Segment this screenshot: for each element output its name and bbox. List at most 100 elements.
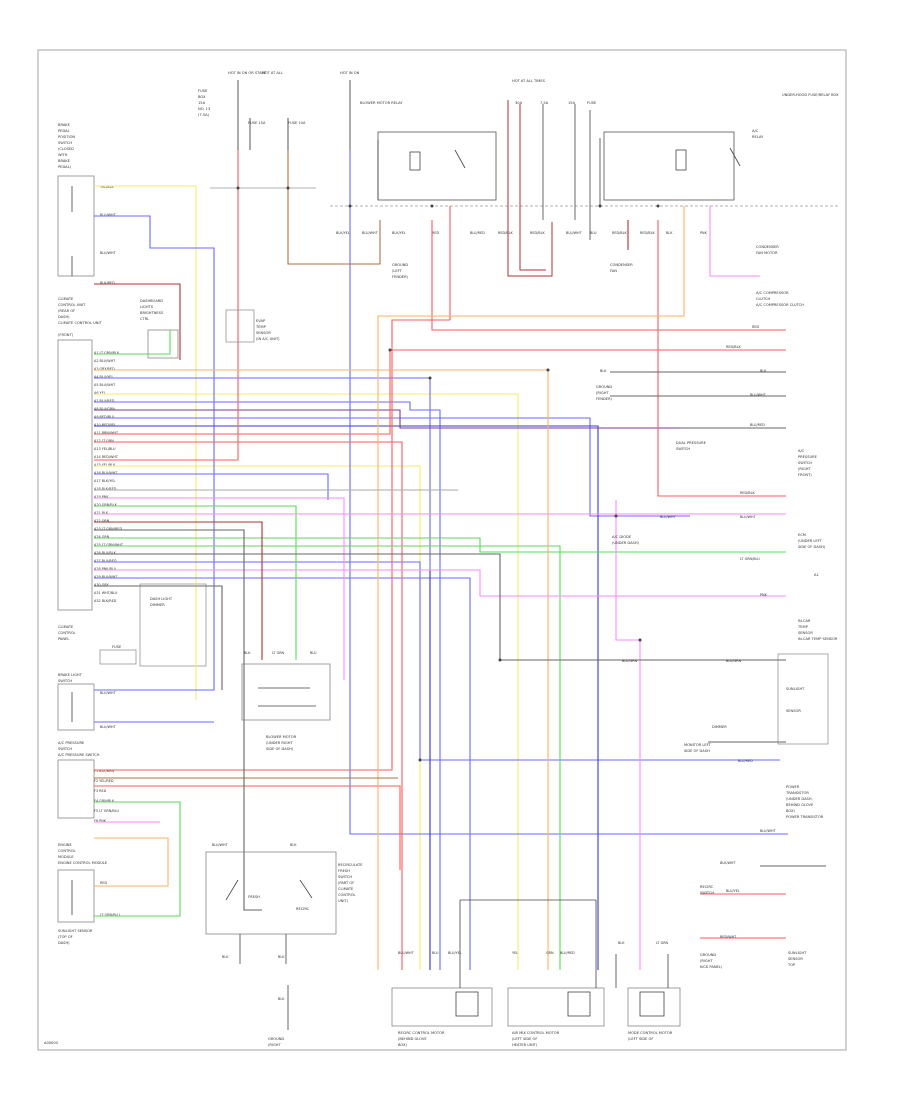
svg-text:MODULE: MODULE	[58, 855, 74, 859]
wire-harness	[94, 150, 826, 970]
fuse-a-label: FUSE 15A	[248, 121, 266, 125]
svg-text:DIMMER: DIMMER	[712, 725, 727, 729]
svg-text:(CLOSED: (CLOSED	[58, 147, 74, 151]
wire-blue-7	[94, 561, 780, 761]
svg-text:UNIT): UNIT)	[338, 899, 349, 903]
svg-text:SWITCH: SWITCH	[798, 461, 812, 465]
svg-text:PRESSURE: PRESSURE	[798, 455, 818, 459]
svg-text:BLK/YEL: BLK/YEL	[392, 231, 406, 235]
blower-motor	[241, 663, 331, 721]
svg-text:(UNDER LEFT: (UNDER LEFT	[798, 539, 823, 543]
svg-text:EVAP: EVAP	[256, 319, 266, 323]
svg-text:SENSOR: SENSOR	[256, 331, 271, 335]
svg-text:A14 RED/WHT: A14 RED/WHT	[94, 455, 119, 459]
svg-text:PEDAL: PEDAL	[58, 129, 70, 133]
svg-text:CLIMATE: CLIMATE	[338, 887, 354, 891]
svg-text:BLK: BLK	[222, 955, 229, 959]
svg-text:A5 BLU/WHT: A5 BLU/WHT	[94, 383, 116, 387]
svg-text:BLU/GRN: BLU/GRN	[622, 659, 638, 663]
wire-blue-4	[94, 401, 441, 970]
svg-text:(RIGHT: (RIGHT	[268, 1043, 281, 1047]
figure-code: A00000	[44, 1041, 59, 1045]
svg-text:BOX): BOX)	[786, 809, 795, 813]
svg-text:(IN A/C UNIT): (IN A/C UNIT)	[256, 337, 280, 341]
recirc-switch	[205, 851, 337, 935]
svg-text:(RIGHT: (RIGHT	[596, 391, 609, 395]
wire-yellow-3	[94, 465, 421, 970]
svg-text:RED: RED	[432, 231, 439, 235]
svg-text:SWITCH: SWITCH	[700, 891, 714, 895]
svg-text:(UNDER DASH,: (UNDER DASH,	[786, 797, 813, 801]
air-mix-motor	[507, 987, 605, 1027]
blower-motor-relay	[377, 131, 497, 201]
hot-always-label: HOT AT ALL TIMES	[512, 79, 546, 83]
svg-text:A11 BRN/WHT: A11 BRN/WHT	[94, 431, 119, 435]
svg-text:CONTROL: CONTROL	[58, 849, 76, 853]
svg-text:(RIGHT: (RIGHT	[798, 467, 811, 471]
svg-text:A3 GRY/RED: A3 GRY/RED	[94, 367, 115, 371]
wire-green-2	[94, 537, 786, 553]
svg-text:BLU: BLU	[310, 651, 317, 655]
svg-text:TEMP: TEMP	[797, 625, 809, 629]
svg-text:CONTROL: CONTROL	[338, 893, 356, 897]
svg-text:KICK PANEL): KICK PANEL)	[700, 965, 723, 969]
svg-text:RED/WHT: RED/WHT	[720, 935, 737, 939]
svg-text:(UNDER RIGHT: (UNDER RIGHT	[266, 741, 293, 745]
ac-compressor-clutch-relay	[603, 131, 735, 201]
svg-text:(UNDER DASH): (UNDER DASH)	[612, 541, 640, 545]
fuse-relay-box: HOT IN ON OR START HOT AT ALL HOT IN ON …	[198, 71, 840, 307]
svg-text:BLU: BLU	[432, 951, 439, 955]
svg-text:BLK: BLK	[244, 651, 251, 655]
svg-text:IN-CAR: IN-CAR	[798, 619, 811, 623]
svg-text:A25 LT GRN/WHT: A25 LT GRN/WHT	[94, 543, 124, 547]
svg-text:SIDE OF DASH: SIDE OF DASH	[684, 749, 710, 753]
wire-pink-1	[94, 497, 345, 680]
wire-pink-3	[94, 569, 786, 597]
svg-text:F6 PNK: F6 PNK	[94, 819, 107, 823]
svg-text:BEHIND GLOVE: BEHIND GLOVE	[786, 803, 814, 807]
svg-text:RED/BLK: RED/BLK	[612, 231, 627, 235]
svg-text:RED/BLK: RED/BLK	[530, 231, 545, 235]
wire-navy-1	[94, 425, 599, 970]
svg-text:BLU/WHT: BLU/WHT	[660, 515, 677, 519]
svg-text:BLU/WHT: BLU/WHT	[100, 251, 117, 255]
svg-text:SENSOR: SENSOR	[788, 957, 803, 961]
svg-text:A9 RED/BLU: A9 RED/BLU	[94, 415, 115, 419]
svg-text:A26 BLU/BLK: A26 BLU/BLK	[94, 551, 117, 555]
svg-text:BLU/WHT: BLU/WHT	[100, 691, 117, 695]
climate-unit-label: CLIMATE CONTROL UNIT	[58, 321, 103, 325]
wire-blue-5	[94, 417, 690, 517]
svg-text:(LEFT: (LEFT	[392, 269, 403, 273]
svg-text:A6 YEL: A6 YEL	[94, 391, 106, 395]
svg-text:A22 ORN: A22 ORN	[94, 519, 110, 523]
svg-text:RED/BLK: RED/BLK	[740, 491, 755, 495]
svg-text:A12 LT GRN: A12 LT GRN	[94, 439, 114, 443]
svg-text:CLUTCH: CLUTCH	[756, 297, 770, 301]
diagram-border	[37, 49, 847, 1051]
svg-text:FUSE: FUSE	[112, 645, 122, 649]
svg-text:FAN: FAN	[610, 269, 617, 273]
svg-text:FAN MOTOR: FAN MOTOR	[756, 251, 778, 255]
svg-text:A23 LT GRN/RED: A23 LT GRN/RED	[94, 527, 122, 531]
svg-text:(PART OF: (PART OF	[338, 881, 354, 885]
svg-text:CLIMATE: CLIMATE	[58, 297, 74, 301]
svg-text:CLIMATE: CLIMATE	[58, 625, 74, 629]
wire-maroon-2	[94, 521, 263, 660]
svg-text:A7 BLU/RED: A7 BLU/RED	[94, 399, 115, 403]
svg-text:DASHBOARD: DASHBOARD	[140, 299, 163, 303]
blower-relay-label: BLOWER MOTOR RELAY	[360, 101, 403, 105]
svg-text:A/C PRESSURE: A/C PRESSURE	[58, 741, 85, 745]
svg-text:BLU/YEL: BLU/YEL	[448, 951, 462, 955]
wire-red-5	[94, 785, 401, 870]
wire-red-2	[431, 220, 786, 331]
svg-text:RED/BLK: RED/BLK	[498, 231, 513, 235]
svg-text:A2 BLU/WHT: A2 BLU/WHT	[94, 359, 116, 363]
wire-red-6	[657, 220, 786, 497]
svg-text:GROUND: GROUND	[700, 953, 716, 957]
svg-text:WITH: WITH	[58, 153, 68, 157]
svg-text:RED: RED	[752, 325, 759, 329]
svg-text:DASH): DASH)	[58, 315, 70, 319]
fuse-b-label: FUSE 10A	[288, 121, 306, 125]
wire-green-1	[94, 505, 297, 660]
